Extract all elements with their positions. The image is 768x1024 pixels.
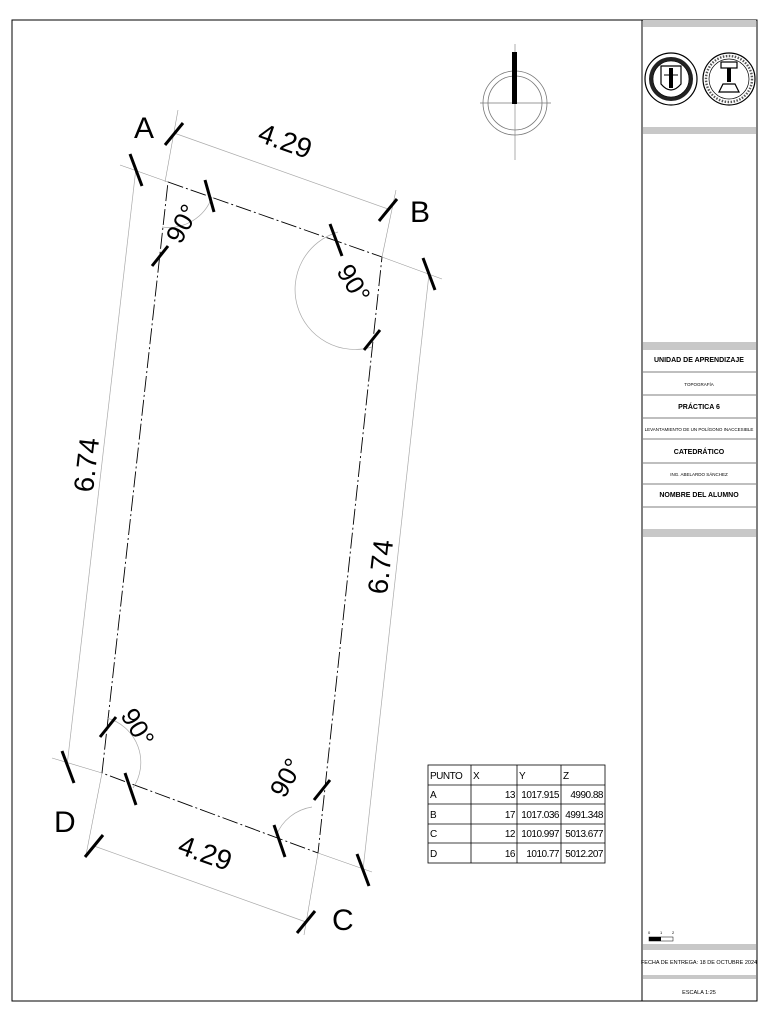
extension-lines	[51, 109, 443, 936]
svg-text:5012.207: 5012.207	[565, 849, 604, 860]
practice-value: LEVANTAMIENTO DE UN POLÍGONO INACCESIBLE	[645, 426, 754, 432]
angle-ticks	[98, 179, 382, 858]
dimension-ticks	[60, 122, 437, 934]
table-row: B 17 1017.036 4991.348	[430, 810, 604, 821]
svg-text:5013.677: 5013.677	[565, 829, 604, 840]
student-heading: NOMBRE DEL ALUMNO	[659, 492, 739, 499]
svg-text:1010.77: 1010.77	[526, 849, 560, 860]
table-header-y: Y	[519, 771, 526, 782]
svg-text:13: 13	[505, 790, 516, 801]
svg-text:17: 17	[505, 810, 516, 821]
point-label-b: B	[410, 196, 430, 229]
table-header-row: PUNTO X Y Z	[430, 771, 570, 782]
unit-heading: UNIDAD DE APRENDIZAJE	[654, 357, 744, 364]
delivery-date: FECHA DE ENTREGA: 18 DE OCTUBRE 2024	[641, 960, 757, 966]
table-row: D 16 1010.77 5012.207	[430, 849, 604, 860]
table-header-z: Z	[563, 771, 569, 782]
teacher-value: ING. ABELARDO SÁNCHEZ	[670, 471, 728, 477]
svg-text:1010.997: 1010.997	[521, 829, 560, 840]
coordinate-table: PUNTO X Y Z A 13 1017.915 4990.88 B 17 1…	[427, 764, 606, 864]
dimension-left: 6.74	[68, 436, 105, 494]
svg-text:1017.915: 1017.915	[521, 790, 560, 801]
north-arrow-icon	[480, 44, 551, 160]
dimension-lines	[66, 132, 430, 923]
dimension-bottom: 4.29	[174, 829, 236, 876]
svg-text:4991.348: 4991.348	[565, 810, 604, 821]
svg-text:0: 0	[648, 930, 651, 935]
table-row: C 12 1010.997 5013.677	[430, 829, 604, 840]
angle-label-c: 90°	[263, 753, 308, 802]
angle-label-d: 90°	[115, 703, 161, 752]
teacher-heading: CATEDRÁTICO	[674, 447, 725, 456]
svg-text:4990.88: 4990.88	[570, 790, 604, 801]
scale-label: ESCALA 1:25	[682, 990, 716, 996]
angle-label-b: 90°	[331, 259, 377, 308]
unit-value: TOPOGRAFÍA	[684, 381, 713, 387]
practice-heading: PRÁCTICA 6	[678, 402, 720, 411]
angle-label-a: 90°	[159, 199, 204, 248]
title-block: UNIDAD DE APRENDIZAJE TOPOGRAFÍA PRÁCTIC…	[641, 20, 757, 996]
dimension-top: 4.29	[254, 117, 316, 164]
svg-text:1: 1	[660, 930, 663, 935]
dimension-right: 6.74	[362, 538, 399, 596]
point-label-a: A	[134, 112, 154, 145]
svg-text:D: D	[430, 849, 437, 860]
point-label-c: C	[332, 904, 354, 937]
svg-text:A: A	[430, 790, 437, 801]
svg-text:1017.036: 1017.036	[521, 810, 560, 821]
point-label-d: D	[54, 806, 76, 839]
svg-text:12: 12	[505, 829, 516, 840]
university-seal-icon	[644, 52, 698, 106]
faculty-seal-icon	[702, 52, 756, 106]
svg-text:16: 16	[505, 849, 516, 860]
table-header-x: X	[473, 771, 480, 782]
sheet-border	[11, 19, 758, 1002]
svg-text:B: B	[430, 810, 437, 821]
table-header-punto: PUNTO	[430, 771, 463, 782]
svg-text:C: C	[430, 829, 437, 840]
polygon-drawing: A B C D 4.29 4.29 6.74 6.74 90° 90° 90° …	[51, 109, 443, 937]
table-row: A 13 1017.915 4990.88	[430, 790, 604, 801]
svg-text:2: 2	[672, 930, 675, 935]
scale-bar: 0 1 2	[648, 930, 675, 942]
